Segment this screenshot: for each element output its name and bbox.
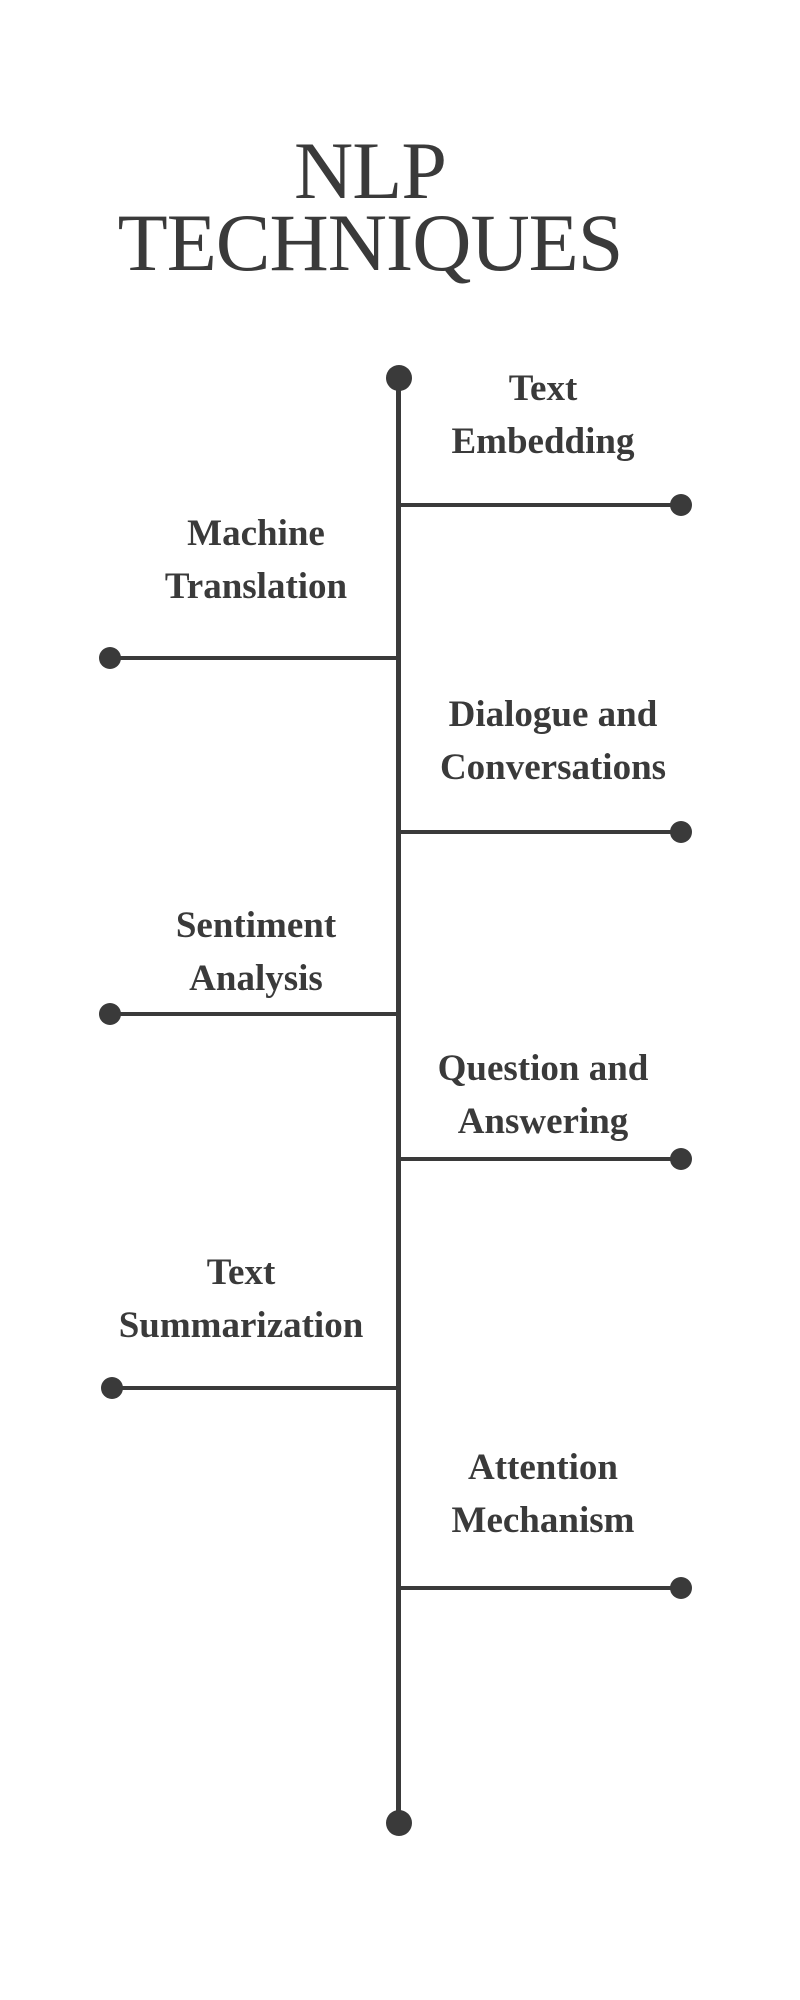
branch-connector-left <box>110 1012 398 1016</box>
timeline-spine <box>396 378 401 1824</box>
page-title: NLP TECHNIQUES <box>50 125 690 288</box>
timeline-end-node <box>386 1810 412 1836</box>
title-line-2: TECHNIQUES <box>117 197 624 288</box>
branch-connector-right <box>399 1157 681 1161</box>
technique-label-line-1: Attention <box>467 1447 619 1488</box>
technique-label-line-1: Dialogue and <box>448 694 658 735</box>
branch-end-node <box>670 821 692 843</box>
technique-label-line-1: Question and <box>437 1048 649 1089</box>
technique-label-machine-translation: Machine Translation <box>106 507 406 613</box>
technique-label-dialogue-and-conversations: Dialogue and Conversations <box>403 688 703 794</box>
branch-end-node <box>670 1148 692 1170</box>
branch-connector-left <box>112 1386 398 1390</box>
technique-label-line-2: Summarization <box>118 1305 364 1346</box>
branch-end-node <box>99 1003 121 1025</box>
branch-end-node <box>670 494 692 516</box>
timeline-start-node <box>386 365 412 391</box>
technique-label-line-1: Machine <box>187 513 325 554</box>
technique-label-line-1: Sentiment <box>175 905 337 946</box>
branch-connector-left <box>110 656 398 660</box>
technique-label-sentiment-analysis: Sentiment Analysis <box>106 899 406 1005</box>
branch-end-node <box>101 1377 123 1399</box>
technique-label-line-2: Conversations <box>439 747 667 788</box>
branch-connector-right <box>399 830 681 834</box>
technique-label-line-2: Mechanism <box>451 1500 635 1541</box>
title-line-1: NLP <box>294 125 447 216</box>
technique-label-line-2: Analysis <box>189 958 323 999</box>
technique-label-text-summarization: Text Summarization <box>91 1246 391 1352</box>
branch-end-node <box>670 1577 692 1599</box>
technique-label-line-2: Embedding <box>451 421 635 462</box>
branch-connector-right <box>399 1586 681 1590</box>
technique-label-line-2: Answering <box>457 1101 629 1142</box>
branch-end-node <box>99 647 121 669</box>
technique-label-text-embedding: Text Embedding <box>393 362 693 468</box>
technique-label-line-1: Text <box>206 1252 276 1293</box>
technique-label-line-2: Translation <box>164 566 348 607</box>
technique-label-line-1: Text <box>508 368 578 409</box>
technique-label-attention-mechanism: Attention Mechanism <box>393 1441 693 1547</box>
branch-connector-right <box>399 503 681 507</box>
technique-label-question-and-answering: Question and Answering <box>393 1042 693 1148</box>
